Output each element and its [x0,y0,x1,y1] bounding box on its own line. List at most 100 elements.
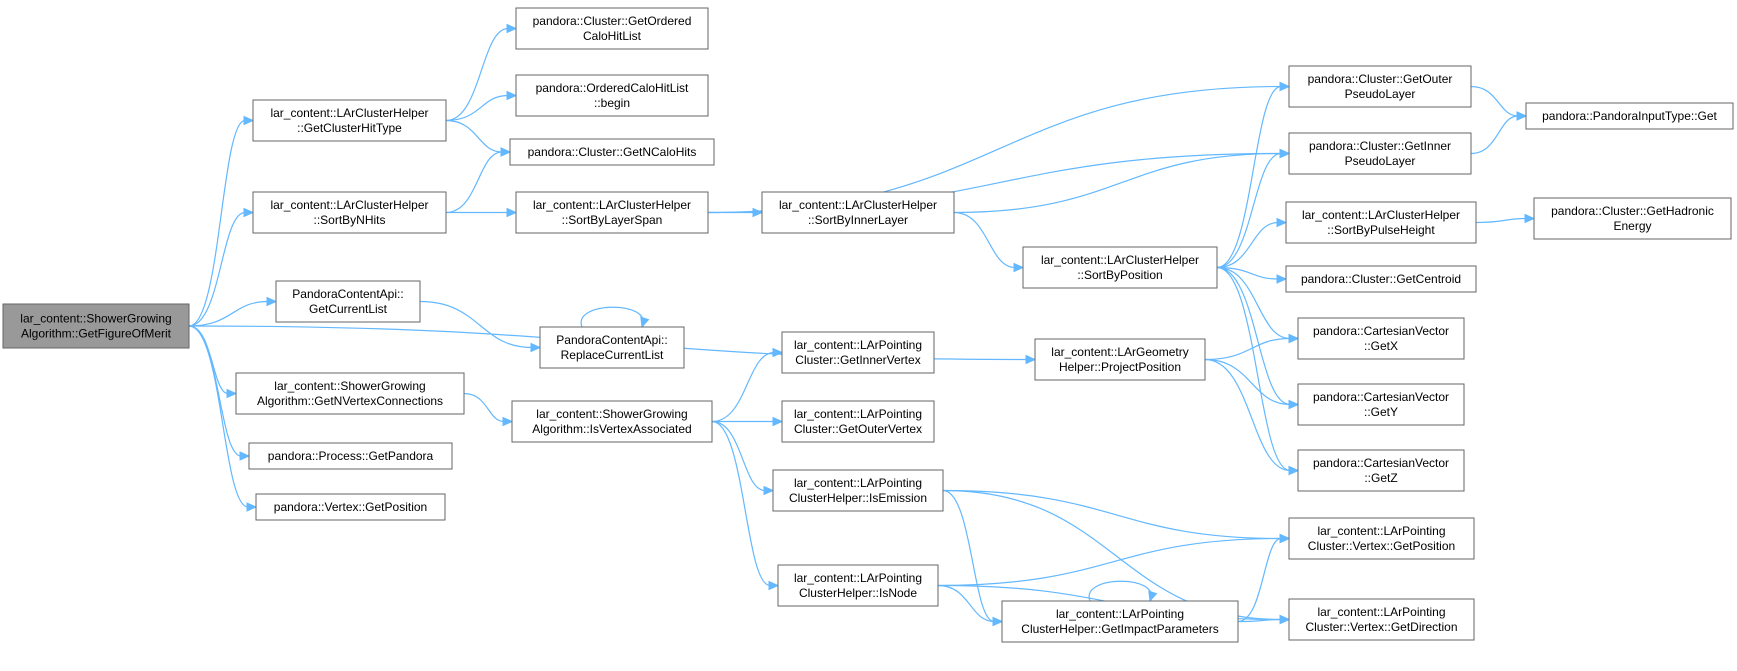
node-replaceCurrentList[interactable]: PandoraContentApi::ReplaceCurrentList [539,326,685,369]
node-getClusterHitType[interactable]: lar_content::LArClusterHelper::GetCluste… [252,99,447,142]
node-label: pandora::Cluster::GetCentroid [1301,272,1461,286]
node-getOuterVertex[interactable]: lar_content::LArPointingCluster::GetOute… [781,400,935,443]
edge-line [1204,358,1291,472]
edge-line [1470,115,1519,155]
edge-isVertexAssociated-to-getInnerVertex [711,347,784,423]
node-vertexGetDirection[interactable]: lar_content::LArPointingCluster::Vertex:… [1288,598,1475,641]
node-label: pandora::Process::GetPandora [268,449,434,463]
edge-line [1237,537,1282,623]
edge-line [942,489,995,623]
node-projectPosition[interactable]: lar_content::LArGeometryHelper::ProjectP… [1034,338,1206,381]
node-box [1288,598,1475,641]
node-label: pandora::PandoraInputType::Get [1542,109,1717,123]
arrow-head [1516,111,1528,121]
arrow-head [226,388,238,399]
node-box [275,280,421,323]
node-sortByNHits[interactable]: lar_content::LArClusterHelper::SortByNHi… [252,191,447,234]
node-getImpactParameters[interactable]: lar_content::LArPointingClusterHelper::G… [1001,600,1239,643]
node-box [252,99,447,142]
edge-line [1216,221,1279,269]
node-getPandora[interactable]: pandora::Process::GetPandora [248,442,453,470]
arrow-head [1025,354,1037,365]
node-inputTypeGet[interactable]: pandora::PandoraInputType::Get [1525,102,1734,130]
node-orderedBegin[interactable]: pandora::OrderedCaloHitList::begin [515,74,709,117]
node-getZ[interactable]: pandora::CartesianVector::GetZ [1297,449,1465,492]
edge-getClusterHitType-to-getNCaloHits [445,119,512,157]
arrow-head [1276,217,1288,228]
node-label: pandora::OrderedCaloHitList [536,81,689,95]
node-label: Energy [1613,219,1651,233]
node-getY[interactable]: pandora::CartesianVector::GetY [1297,383,1465,426]
node-box [255,493,446,521]
node-box [1297,383,1465,426]
node-label: Algorithm::GetNVertexConnections [257,394,443,408]
edge-sortByPulseHeight-to-getHadronicEnergy [1475,213,1536,224]
arrow-head [243,207,255,218]
edge-line [188,325,249,508]
node-label: pandora::Vertex::GetPosition [274,500,427,514]
arrow-head [1279,148,1291,159]
edge-getCurrentList-to-replaceCurrentList [419,300,542,353]
node-box [1525,102,1734,130]
node-root[interactable]: lar_content::ShowerGrowingAlgorithm::Get… [2,303,190,349]
node-sortByPosition[interactable]: lar_content::LArClusterHelper::SortByPos… [1022,246,1218,289]
arrow-head [506,23,518,34]
edge-isVertexAssociated-to-getOuterVertex [712,416,784,427]
node-label: CaloHitList [583,29,642,43]
edge-line [1216,266,1291,472]
arrow-head [1288,465,1300,476]
node-box [772,469,944,512]
node-box [1034,338,1206,381]
edge-line [1216,266,1291,406]
node-isEmission[interactable]: lar_content::LArPointingClusterHelper::I… [772,469,944,512]
arrow-head [1288,333,1300,344]
node-label: ::SortByLayerSpan [562,213,663,227]
edge-line [1216,266,1291,340]
node-sortByPulseHeight[interactable]: lar_content::LArClusterHelper::SortByPul… [1285,201,1477,244]
edge-sortByPosition-to-sortByPulseHeight [1216,217,1288,269]
edge-getImpactParameters-to-getImpactParameters [1088,580,1158,603]
node-vertexGetPositionLar[interactable]: lar_content::LArPointingCluster::Vertex:… [1288,517,1475,560]
node-label: lar_content::ShowerGrowing [536,407,687,421]
arrow-head [1288,399,1300,410]
node-label: ::GetZ [1364,471,1397,485]
arrow-head [1148,590,1158,603]
node-label: pandora::Cluster::GetOrdered [533,14,692,28]
node-label: lar_content::ShowerGrowing [274,379,425,393]
node-getCurrentList[interactable]: PandoraContentApi::GetCurrentList [275,280,421,323]
node-label: pandora::Cluster::GetOuter [1308,72,1453,86]
node-sortByLayerSpan[interactable]: lar_content::LArClusterHelper::SortByLay… [515,191,709,234]
node-label: lar_content::LArClusterHelper [270,106,428,120]
node-isVertexAssociated[interactable]: lar_content::ShowerGrowingAlgorithm::IsV… [511,400,713,443]
arrow-head [500,147,512,157]
node-vertexGetPosition[interactable]: pandora::Vertex::GetPosition [255,493,446,521]
edge-getNVertexConnections-to-isVertexAssociated [463,392,514,427]
edge-projectPosition-to-getZ [1204,358,1300,476]
edge-sortByPosition-to-getZ [1216,266,1300,476]
node-getInnerVertex[interactable]: lar_content::LArPointingCluster::GetInne… [781,331,935,374]
node-label: ReplaceCurrentList [561,348,664,362]
arrow-head [266,296,278,307]
node-getNVertexConnections[interactable]: lar_content::ShowerGrowingAlgorithm::Get… [235,372,465,415]
node-sortByInnerLayer[interactable]: lar_content::LArClusterHelper::SortByInn… [761,191,955,234]
arrow-head [992,616,1004,627]
arrow-head [243,115,255,126]
node-box [1288,132,1472,175]
node-getCentroid[interactable]: pandora::Cluster::GetCentroid [1285,265,1477,293]
node-box [539,326,685,369]
node-getNCaloHits[interactable]: pandora::Cluster::GetNCaloHits [509,138,715,166]
node-box [777,564,939,607]
edge-line [1237,618,1282,623]
node-getX[interactable]: pandora::CartesianVector::GetX [1297,317,1465,360]
node-label: pandora::Cluster::GetHadronic [1551,204,1714,218]
node-label: GetCurrentList [309,302,388,316]
node-isNode[interactable]: lar_content::LArPointingClusterHelper::I… [777,564,939,607]
call-edges [188,23,1536,627]
edge-line [711,420,771,587]
edge-sortByInnerLayer-to-sortByPosition [953,211,1025,273]
node-label: PandoraContentApi:: [292,287,403,301]
